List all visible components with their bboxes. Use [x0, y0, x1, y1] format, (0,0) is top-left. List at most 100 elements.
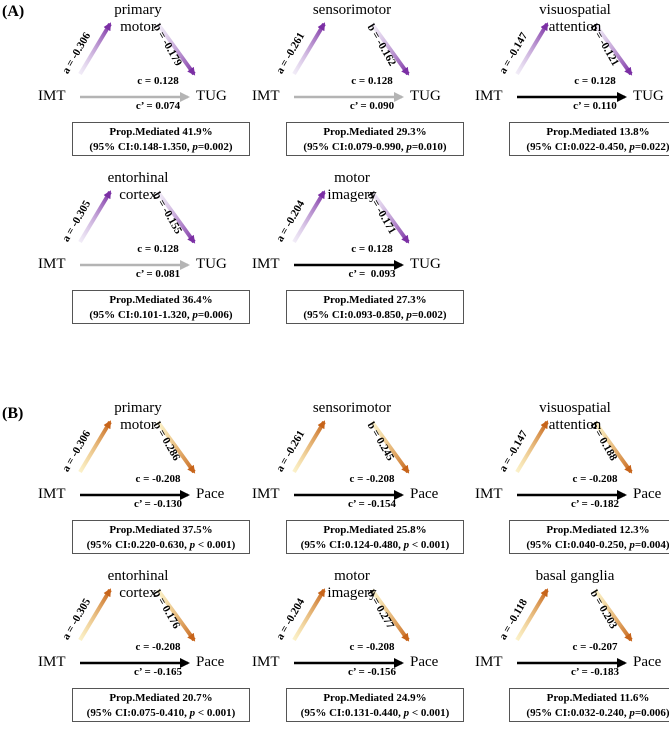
mediator-name: basal ganglia	[535, 568, 615, 584]
c-prime-coefficient: c’ = -0.183	[571, 666, 619, 678]
predictor-label: IMT	[252, 88, 280, 104]
panel-label: (B)	[2, 405, 24, 422]
a-path-arrow	[292, 588, 326, 642]
ci-line: (95% CI:0.032-0.240, p=0.006)	[510, 706, 669, 721]
mediator-name: sensorimotor	[312, 2, 392, 18]
p-value: p < 0.001)	[403, 707, 450, 719]
b-path-arrow	[370, 22, 410, 76]
c-prime-coefficient: c’ = 0.093	[348, 268, 396, 280]
b-path-arrow	[593, 420, 633, 474]
prop-mediated: Prop.Mediated 12.3%	[546, 524, 650, 536]
outcome-label: TUG	[196, 256, 227, 272]
c-coefficient: c = -0.207	[572, 641, 618, 653]
ci-line: (95% CI:0.148-1.350, p=0.002)	[73, 140, 249, 155]
c-prime-coefficient: c’ = 0.110	[573, 100, 617, 112]
predictor-label: IMT	[252, 654, 280, 670]
p-value: p=0.006)	[192, 309, 233, 321]
predictor-label: IMT	[38, 88, 66, 104]
prop-mediated: Prop.Mediated 11.6%	[546, 692, 650, 704]
c-prime-coefficient: c’ = -0.154	[348, 498, 396, 510]
predictor-label: IMT	[38, 486, 66, 502]
ci-line: (95% CI:0.093-0.850, p=0.002)	[287, 308, 463, 323]
outcome-label: TUG	[196, 88, 227, 104]
mediator-name: motor imagery	[327, 568, 377, 601]
ci-text: (95% CI:0.124-0.480,	[300, 539, 404, 551]
a-path-arrow	[515, 420, 549, 474]
b-path-arrow	[593, 588, 633, 642]
c-coefficient: c = -0.208	[349, 641, 395, 653]
mediation-summary-box: Prop.Mediated 41.9% (95% CI:0.148-1.350, …	[72, 122, 250, 156]
prop-mediated: Prop.Mediated 29.3%	[323, 126, 427, 138]
prop-mediated: Prop.Mediated 41.9%	[109, 126, 213, 138]
c-coefficient: c = -0.208	[135, 473, 181, 485]
c-prime-coefficient: c’ = 0.074	[135, 100, 181, 112]
predictor-label: IMT	[475, 88, 503, 104]
mediator-name: primary motor	[114, 400, 162, 433]
prop-mediated: Prop.Mediated 37.5%	[109, 524, 213, 536]
ci-line: (95% CI:0.079-0.990, p=0.010)	[287, 140, 463, 155]
mediation-summary-box: Prop.Mediated 37.5% (95% CI:0.220-0.630, …	[72, 520, 250, 554]
p-value: p < 0.001)	[403, 539, 450, 551]
predictor-label: IMT	[252, 486, 280, 502]
a-path-arrow	[78, 22, 112, 76]
c-prime-coefficient: c’ = 0.090	[349, 100, 395, 112]
b-path-arrow	[370, 190, 410, 244]
ci-line: (95% CI:0.075-0.410, p < 0.001)	[73, 706, 249, 721]
p-value: p=0.022)	[629, 141, 669, 153]
prop-mediated: Prop.Mediated 24.9%	[323, 692, 427, 704]
p-value: p=0.004)	[629, 539, 669, 551]
mediator-name: visuospatial attention	[539, 2, 611, 35]
prop-mediated: Prop.Mediated 20.7%	[109, 692, 213, 704]
ci-line: (95% CI:0.220-0.630, p < 0.001)	[73, 538, 249, 553]
panel-label: (A)	[2, 3, 25, 20]
c-prime-coefficient: c’ = -0.182	[571, 498, 619, 510]
prop-mediated: Prop.Mediated 36.4%	[109, 294, 213, 306]
mediator-name: motor imagery	[327, 170, 377, 203]
c-coefficient: c = 0.128	[351, 75, 393, 87]
outcome-label: Pace	[410, 654, 439, 670]
ci-text: (95% CI:0.101-1.320,	[89, 309, 193, 321]
b-path-arrow	[370, 420, 410, 474]
mediation-summary-box: Prop.Mediated 36.4%(95% CI:0.101-1.320, …	[72, 290, 250, 324]
outcome-label: Pace	[633, 654, 662, 670]
a-path-arrow	[78, 588, 112, 642]
c-coefficient: c = -0.208	[572, 473, 618, 485]
c-prime-coefficient: c’ = 0.081	[135, 268, 181, 280]
p-value: p=0.006)	[629, 707, 669, 719]
mediation-summary-box: Prop.Mediated 20.7% (95% CI:0.075-0.410, …	[72, 688, 250, 722]
path-arrows	[78, 22, 196, 102]
c-coefficient: c = -0.208	[135, 641, 181, 653]
ci-text: (95% CI:0.220-0.630,	[86, 539, 190, 551]
ci-text: (95% CI:0.079-0.990,	[303, 141, 407, 153]
predictor-label: IMT	[475, 654, 503, 670]
b-path-arrow	[156, 588, 196, 642]
ci-line: (95% CI:0.124-0.480, p < 0.001)	[287, 538, 463, 553]
path-arrows	[515, 588, 633, 668]
ci-line: (95% CI:0.040-0.250, p=0.004)	[510, 538, 669, 553]
outcome-label: TUG	[410, 256, 441, 272]
predictor-label: IMT	[252, 256, 280, 272]
prop-mediated: Prop.Mediated 13.8%	[546, 126, 650, 138]
predictor-label: IMT	[475, 486, 503, 502]
predictor-label: IMT	[38, 654, 66, 670]
b-path-arrow	[156, 22, 196, 76]
path-arrows	[78, 420, 196, 500]
path-arrows	[78, 190, 196, 270]
ci-line: (95% CI:0.022-0.450, p=0.022)	[510, 140, 669, 155]
a-path-arrow	[292, 190, 326, 244]
mediation-summary-box: Prop.Mediated 13.8% (95% CI:0.022-0.450, …	[509, 122, 669, 156]
p-value: p=0.002)	[406, 309, 447, 321]
ci-text: (95% CI:0.032-0.240,	[526, 707, 630, 719]
mediation-summary-box: Prop.Mediated 27.3%(95% CI:0.093-0.850, …	[286, 290, 464, 324]
path-arrows	[515, 22, 633, 102]
ci-line: (95% CI:0.131-0.440, p < 0.001)	[287, 706, 463, 721]
